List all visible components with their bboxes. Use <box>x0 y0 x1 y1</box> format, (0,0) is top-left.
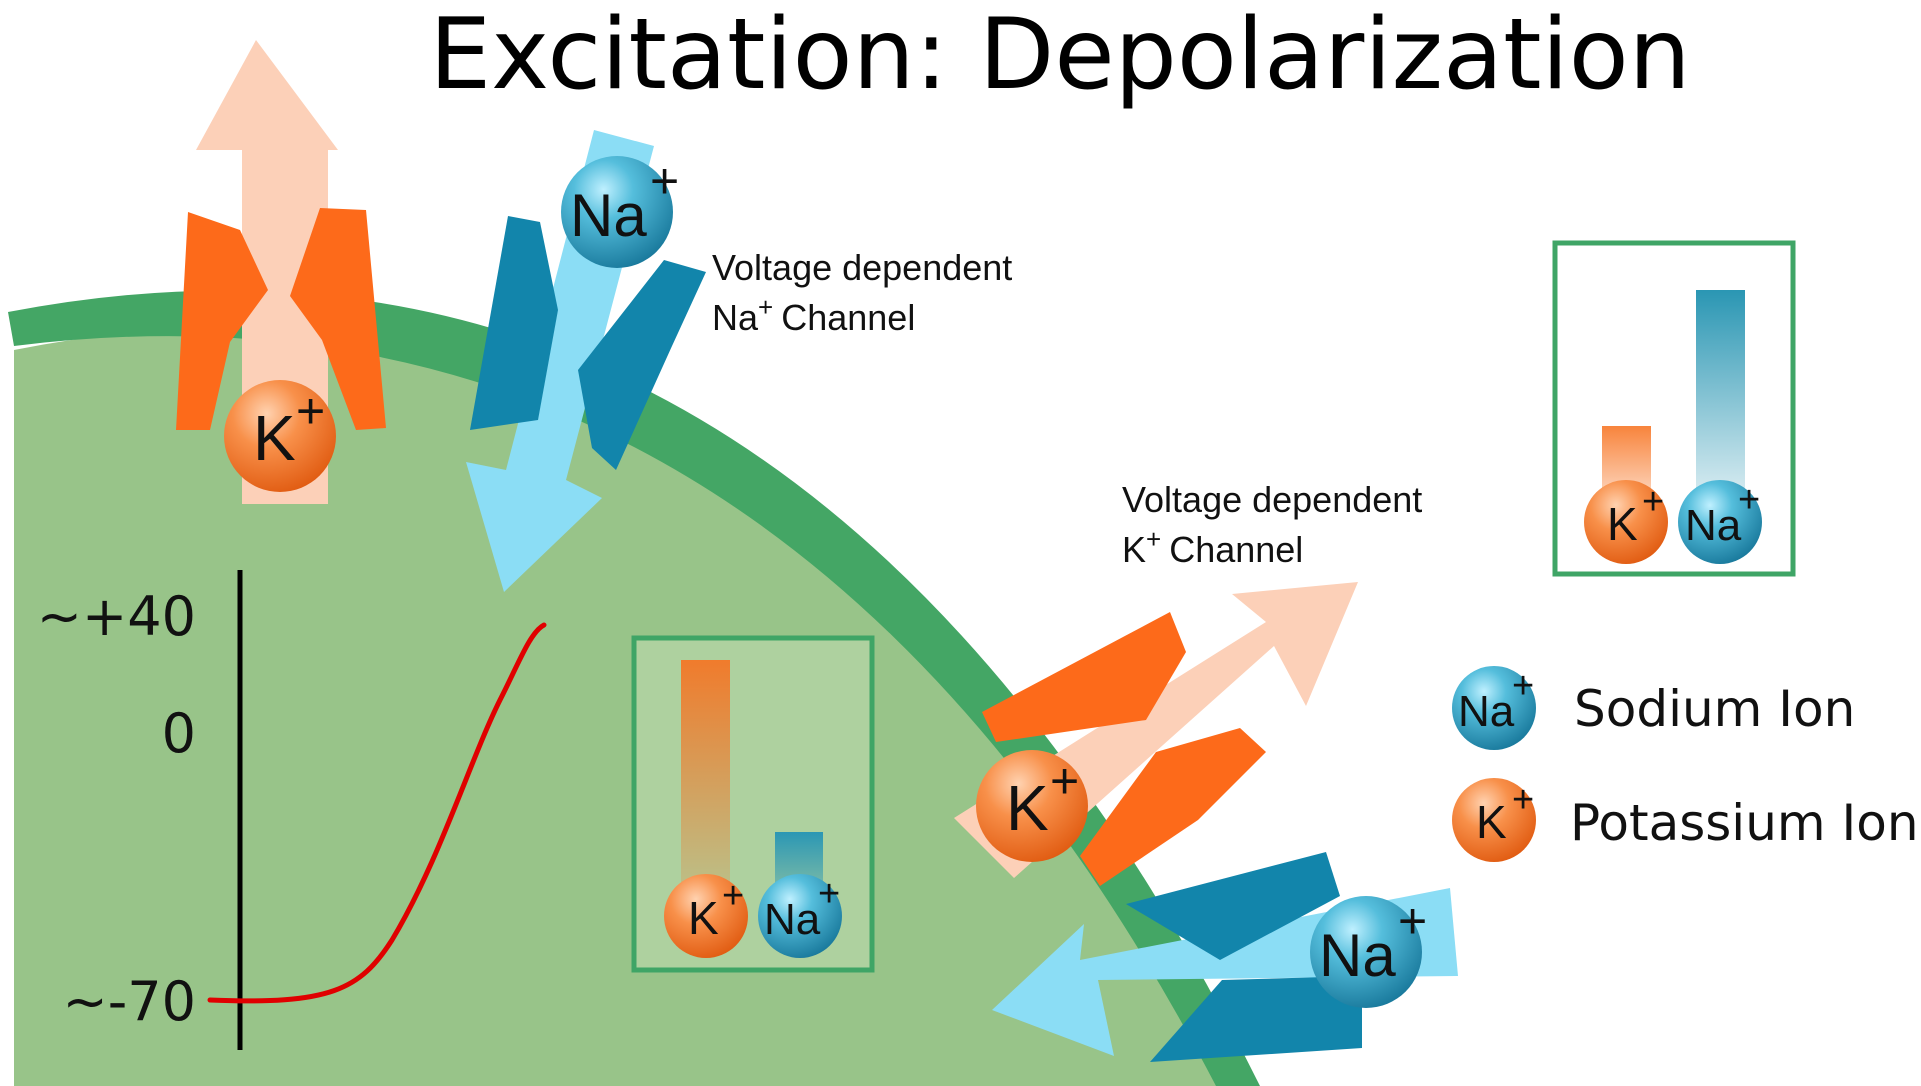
ion-charge: + <box>296 383 325 439</box>
potassium-ion-icon <box>1452 778 1536 862</box>
na-channel-label: Voltage dependent Na+ Channel <box>712 247 1012 338</box>
sodium-channel-top: Na + <box>466 130 706 592</box>
sodium-channel-right: Na + <box>992 852 1458 1062</box>
ion-symbol: Na <box>764 895 821 944</box>
ion-symbol: Na <box>1458 687 1515 736</box>
tick-label-zero: 0 <box>162 702 196 765</box>
sodium-ion-top: Na + <box>561 153 679 268</box>
potassium-ion-right: K + <box>976 750 1088 862</box>
sodium-ion-icon <box>1678 480 1762 564</box>
potassium-channel-lower-subunit <box>1080 728 1266 886</box>
legend-sodium: Na + Sodium Ion <box>1452 665 1855 750</box>
potassium-ion-icon <box>224 380 336 492</box>
na-channel-label-line2: Na+ Channel <box>712 292 915 338</box>
outside-potassium-ion: K + <box>1584 480 1668 564</box>
potassium-channel-right-subunit <box>290 208 386 430</box>
legend-sodium-label: Sodium Ion <box>1574 680 1855 738</box>
legend-potassium: K + Potassium Ion <box>1452 778 1919 862</box>
page-title: Excitation: Depolarization <box>429 0 1691 112</box>
inside-potassium-ion: K + <box>664 874 748 958</box>
ion-charge: + <box>1512 779 1534 821</box>
potassium-channel-upper-subunit <box>982 612 1186 742</box>
k-channel-label-text: Channel <box>1169 529 1303 570</box>
cell-interior <box>14 328 1224 1086</box>
legend: Na + Sodium Ion K + Potassium Ion <box>1452 665 1919 862</box>
potassium-channel-left-subunit <box>176 212 268 430</box>
sodium-channel-right-subunit <box>578 260 706 470</box>
membrane-potential-graph: ~+40 0 ~-70 <box>37 570 547 1050</box>
ion-symbol: Na <box>1319 922 1396 989</box>
ion-symbol: Na <box>570 182 647 249</box>
sodium-ion-right: Na + <box>1310 893 1427 1008</box>
ion-charge: + <box>818 873 840 915</box>
potassium-channel-right: K + <box>954 582 1358 886</box>
ion-symbol: K <box>1006 772 1049 844</box>
outside-sodium-ion: Na + <box>1678 479 1762 564</box>
ion-charge: + <box>1398 893 1427 949</box>
ion-symbol: K <box>688 892 719 944</box>
ion-charge: + <box>1738 479 1760 521</box>
ion-charge: + <box>1512 665 1534 707</box>
ion-symbol: K <box>1607 498 1638 550</box>
action-potential-curve <box>207 622 547 1004</box>
sodium-ion-icon <box>561 156 673 268</box>
k-channel-label-symbol: K <box>1122 529 1146 570</box>
tick-label-minus70: ~-70 <box>63 970 196 1033</box>
sodium-ion-icon <box>1310 896 1422 1008</box>
inside-sodium-ion: Na + <box>758 873 842 958</box>
na-channel-label-charge: + <box>758 292 773 322</box>
potassium-channel-top: K + <box>176 40 386 504</box>
ion-charge: + <box>1642 481 1664 523</box>
ion-symbol: K <box>1476 796 1507 848</box>
na-channel-label-line1: Voltage dependent <box>712 247 1012 288</box>
k-channel-label-line2: K+ Channel <box>1122 524 1303 570</box>
na-channel-label-text: Channel <box>781 297 915 338</box>
outside-concentration-box: K + Na + <box>1552 240 1796 577</box>
sodium-ion-icon <box>758 874 842 958</box>
potassium-ion-icon <box>664 874 748 958</box>
ion-charge: + <box>1050 753 1079 809</box>
ion-charge: + <box>650 153 679 209</box>
potassium-ion-top: K + <box>224 380 336 492</box>
inside-concentration-box: K + Na + <box>631 635 875 973</box>
potassium-ion-icon <box>1584 480 1668 564</box>
potassium-ion-icon <box>976 750 1088 862</box>
ion-symbol: Na <box>1685 501 1742 550</box>
sodium-channel-lower-subunit <box>1150 976 1362 1062</box>
sodium-channel-left-subunit <box>470 216 558 430</box>
sodium-channel-upper-subunit <box>1126 852 1340 960</box>
tick-label-plus40: ~+40 <box>37 585 196 648</box>
k-channel-label-charge: + <box>1146 524 1161 554</box>
k-channel-label-line1: Voltage dependent <box>1122 479 1422 520</box>
ion-charge: + <box>722 875 744 917</box>
sodium-ion-icon <box>1452 666 1536 750</box>
ion-symbol: K <box>253 402 296 474</box>
k-channel-label: Voltage dependent K+ Channel <box>1122 479 1422 570</box>
legend-potassium-label: Potassium Ion <box>1570 794 1919 852</box>
na-channel-label-symbol: Na <box>712 297 759 338</box>
